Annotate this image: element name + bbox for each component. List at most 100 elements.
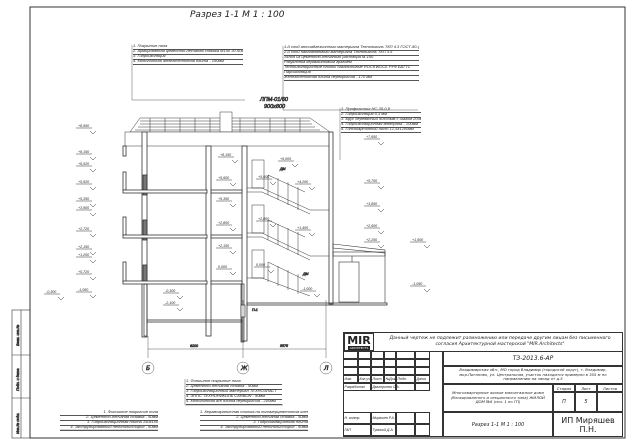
dimension-label: 6200 (190, 344, 198, 348)
elevation-mark: +4,200 (295, 180, 316, 191)
header-cell: Лист (371, 375, 384, 383)
note-line: 2-й слой наплавляемого материала Технони… (284, 50, 419, 56)
elevation-value: -0,300 (46, 290, 56, 294)
elevation-value: +2,800 (218, 221, 229, 225)
header-cell: №Док (384, 375, 396, 383)
table-cell (343, 351, 358, 359)
elevation-mark: +8,950 (76, 124, 97, 135)
table-cell (396, 359, 415, 367)
elevation-value: +5,600 (218, 176, 229, 180)
elevation-mark: -0,300 (163, 289, 184, 300)
elevation-value: 0,000 (256, 263, 265, 267)
elevation-mark: +1,500 (410, 238, 431, 249)
stage-value: П (553, 392, 575, 412)
note-line: 4. ЭППС ТЕХНОНИКОЛЬ CARBON - 50мм (186, 394, 282, 400)
elevation-mark: +2,150 (216, 244, 237, 255)
elevation-mark: +2,150 (76, 245, 97, 256)
table-cell (371, 367, 384, 375)
name-cell: Дмитриева О.А. (371, 383, 400, 391)
elevation-mark: +3,900 (76, 206, 97, 217)
note-line: 3. Гидроизоляционная плита (200, 420, 308, 426)
elevation-value: +3,900 (78, 206, 89, 210)
sheets-value (597, 392, 623, 412)
logo: MIR ARCHITECTS (344, 333, 374, 351)
table-cell (415, 367, 430, 375)
note-line: 1-й слой антиадгезионного материала Техн… (284, 45, 419, 51)
elevation-value: +8,150 (220, 153, 231, 157)
header-cell: Изм. (343, 375, 358, 383)
role-cell: Н. контр. (343, 412, 371, 424)
elevation-mark: +2,720 (76, 227, 97, 238)
room-label: ДМ (279, 167, 286, 171)
elevation-mark: +2,600 (364, 224, 385, 235)
name-cell: Миряшев Р.А. (371, 412, 396, 424)
note-line: 5. Гипсокартонный лист 12,5х1200мм (341, 127, 421, 133)
stamp-label: Инв.№ подл. (16, 413, 20, 434)
sheet-frame (29, 6, 626, 439)
table-cell (415, 359, 430, 367)
elevation-mark: +7,650 (364, 135, 385, 146)
elevation-value: +1,500 (412, 238, 423, 242)
elevation-mark: +2,800 (216, 221, 237, 232)
signature-cell (396, 383, 415, 391)
elevation-mark: +8,150 (76, 150, 97, 161)
sheet-value: 5 (575, 392, 597, 412)
entrance-annex (332, 243, 386, 303)
dimension-line (141, 300, 333, 375)
elevation-value: +2,720 (78, 227, 89, 231)
elevation-value: +5,700 (366, 179, 377, 183)
elevation-value: +1,200 (78, 253, 89, 257)
note-line: Разуклонка керамзитовым гравием (284, 60, 419, 66)
sheets-header: Листов (597, 384, 623, 392)
table-cell (396, 351, 415, 359)
table-cell (415, 351, 430, 359)
elevation-value: +4,200 (297, 180, 308, 184)
axis-b-circle (141, 361, 155, 375)
elevation-value: +8,150 (78, 150, 89, 154)
elevation-mark: +1,200 (76, 253, 97, 264)
elevation-mark: +6,520 (76, 162, 97, 173)
elevation-mark: +5,700 (364, 179, 385, 190)
table-cell (396, 367, 415, 375)
elevation-value: -1,050 (78, 288, 88, 292)
header-cell: Кол.уч (358, 375, 371, 383)
notice-text: Данный чертеж не подлежит размножению ил… (389, 336, 611, 347)
table-cell (384, 351, 396, 359)
note-line: 4. Экструдированный пенополистирол - 50м… (60, 425, 158, 431)
note-line: Теплоизоляционные плиты базальтовые ROCK… (284, 65, 419, 71)
note-line: 1. Профнастил НС-35-0,8 (341, 107, 421, 113)
note-line: Уклон из цементно-песчаного раствора М-1… (284, 55, 419, 61)
elevation-value: +5,600 (258, 175, 269, 179)
signature-table (343, 351, 443, 437)
elevation-value: +6,000 (280, 157, 291, 161)
note-line: 1. Финишное покрытие пола (186, 379, 282, 385)
elevation-mark: +6,000 (278, 157, 299, 168)
table-cell (371, 351, 384, 359)
note-line: 5. Монолитная ж/б плита перекрытия - 200… (186, 399, 282, 405)
table-cell (371, 359, 384, 367)
logo-text: MIR (347, 333, 371, 347)
sheet-header: Лист (575, 384, 597, 392)
floor-slabs (122, 189, 388, 323)
note-line: 3. Гидроизоляционный материал ТЕХНОЭЛАСТ (186, 389, 282, 395)
elevation-value: +0,720 (78, 270, 89, 274)
elevation-mark: +5,600 (256, 175, 277, 186)
date-cell (415, 412, 430, 424)
sheet-title: Разрез 1-1 М 1 : 100 (443, 412, 553, 437)
note-line: 2. Армированная цементно-песчаная стяжка… (133, 49, 243, 55)
axis-zh-circle (236, 361, 250, 375)
address: Владимирская обл., МО город Владимир (го… (443, 366, 623, 384)
roof (124, 111, 331, 147)
note-line: 3. Гидроизоляционная плита 150х1х0 (60, 420, 158, 426)
note-line: 1. Финишное покрытие пола (60, 410, 158, 416)
date-cell (415, 383, 430, 391)
note-line: 2. Гидроизоляция 0,3 мм (341, 112, 421, 118)
note-line: 1. Керамогранитная плитка на полимерцеме… (200, 410, 308, 416)
axis-label: Б (146, 365, 150, 372)
note-line: 3. Брус деревянный 50х50мм с шагом 200мм (341, 117, 421, 123)
table-cell (358, 367, 371, 375)
elevation-mark: 0,000 (216, 265, 237, 276)
table-cell (343, 359, 358, 367)
stamp-label: Подп. и дата (16, 369, 20, 392)
